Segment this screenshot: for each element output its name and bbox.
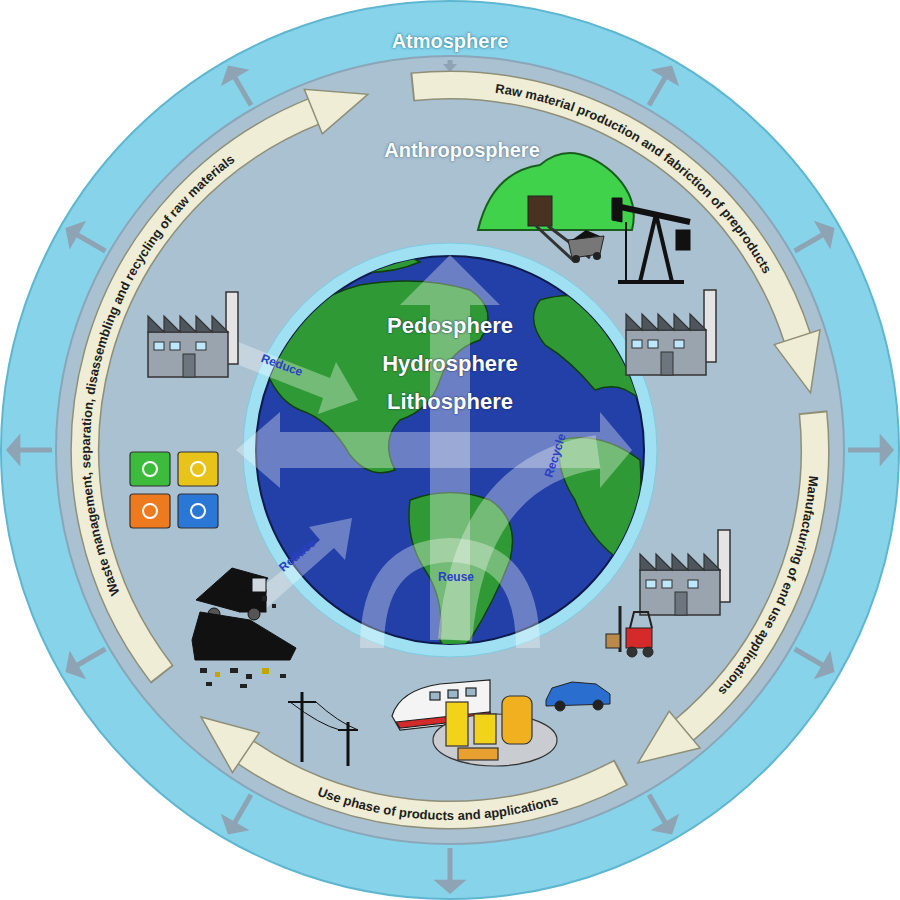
forklift-icon	[627, 647, 637, 657]
recycle-bins	[130, 452, 170, 486]
recycle-bins	[143, 462, 157, 476]
dump-truck-icon	[230, 668, 238, 673]
town-icon	[474, 714, 496, 744]
recycle-bins	[130, 494, 170, 528]
dump-truck-icon	[246, 674, 252, 679]
sphere-name: Atmosphere	[392, 30, 509, 53]
mine-icon	[593, 252, 601, 260]
dump-truck-icon	[248, 608, 260, 620]
train-icon	[430, 692, 440, 700]
anthroposphere-ring: AnthropospherePedosphereHydrosphereLitho…	[55, 55, 845, 845]
oil-pump-icon	[676, 230, 690, 250]
exchange-arrow	[848, 448, 882, 453]
flow-label: Reuse	[438, 571, 474, 584]
town-icon	[502, 696, 532, 744]
exchange-arrow	[18, 448, 52, 453]
power-line-icon	[347, 722, 350, 766]
dump-truck-icon	[262, 668, 269, 674]
recycle-bins	[191, 462, 205, 476]
train-icon	[448, 690, 458, 698]
sphere-name: Lithosphere	[387, 389, 513, 414]
power-line-icon	[288, 701, 316, 703]
oil-pump-icon	[612, 198, 622, 222]
train-icon	[466, 688, 476, 696]
oil-pump-icon	[618, 280, 684, 284]
exchange-arrow	[448, 848, 453, 882]
sphere-name: Anthroposphere	[384, 139, 540, 162]
dump-truck-icon	[252, 578, 266, 592]
dump-truck-icon	[280, 674, 286, 678]
recycle-bins	[143, 504, 157, 518]
earth-circle: PedosphereHydrosphereLithosphere	[255, 255, 645, 645]
earth-circle-outline	[256, 256, 644, 644]
oil-pump-icon	[625, 222, 627, 282]
car-icon	[555, 701, 565, 711]
town-icon	[458, 748, 498, 760]
dump-truck-icon	[262, 596, 267, 601]
anthroposphere-ring-outline	[56, 56, 844, 844]
sphere-name: Hydrosphere	[382, 351, 518, 376]
town-icon	[446, 702, 468, 746]
earth-circle-outline	[243, 243, 657, 657]
car-icon	[593, 700, 603, 710]
sphere-name: Pedosphere	[387, 313, 513, 338]
forklift-icon	[606, 634, 620, 648]
dump-truck-icon	[240, 684, 247, 688]
mine-icon	[528, 196, 552, 226]
dump-truck-icon	[200, 668, 207, 673]
anthroposphere-ring-outline	[55, 55, 845, 845]
dump-truck-icon	[215, 672, 220, 677]
power-line-icon	[338, 729, 358, 731]
forklift-icon	[626, 628, 652, 648]
dump-truck-icon	[272, 604, 276, 608]
recycle-bins	[191, 504, 205, 518]
dump-truck-icon	[206, 682, 212, 686]
recycle-bins	[178, 494, 218, 528]
mine-icon	[572, 255, 580, 263]
forklift-icon	[643, 647, 653, 657]
recycle-bins	[178, 452, 218, 486]
